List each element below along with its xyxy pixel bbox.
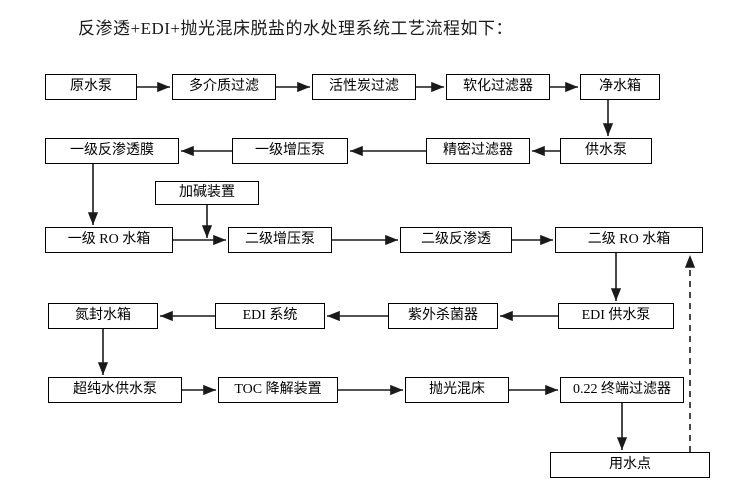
node-precision-filter[interactable]: 精密过滤器 <box>426 138 530 164</box>
node-toc-reducer[interactable]: TOC 降解装置 <box>218 377 338 403</box>
node-clean-water-tank[interactable]: 净水箱 <box>580 74 660 100</box>
node-activated-carbon-filter[interactable]: 活性炭过滤 <box>312 74 416 100</box>
node-alkali-dosing-device[interactable]: 加碱装置 <box>155 181 259 205</box>
node-multimedia-filter[interactable]: 多介质过滤 <box>172 74 276 100</box>
node-ro2-tank[interactable]: 二级 RO 水箱 <box>555 227 703 253</box>
node-nitrogen-sealed-tank[interactable]: 氮封水箱 <box>48 303 158 329</box>
node-ro1-tank[interactable]: 一级 RO 水箱 <box>45 227 173 253</box>
node-ultrapure-supply-pump[interactable]: 超纯水供水泵 <box>48 377 182 403</box>
node-edi-supply-pump[interactable]: EDI 供水泵 <box>558 303 674 329</box>
node-softening-filter[interactable]: 软化过滤器 <box>446 74 550 100</box>
node-booster-pump-2[interactable]: 二级增压泵 <box>228 227 332 253</box>
node-polishing-mixed-bed[interactable]: 抛光混床 <box>405 377 509 403</box>
node-booster-pump-1[interactable]: 一级增压泵 <box>232 138 348 164</box>
node-edi-system[interactable]: EDI 系统 <box>215 303 325 329</box>
node-point-of-use[interactable]: 用水点 <box>550 452 710 478</box>
node-uv-sterilizer[interactable]: 紫外杀菌器 <box>388 303 498 329</box>
node-raw-water-pump[interactable]: 原水泵 <box>45 74 137 100</box>
node-water-supply-pump[interactable]: 供水泵 <box>560 138 652 164</box>
node-ro2-membrane[interactable]: 二级反渗透 <box>400 227 512 253</box>
node-final-filter-022[interactable]: 0.22 终端过滤器 <box>560 377 684 403</box>
node-ro1-membrane[interactable]: 一级反渗透膜 <box>45 138 179 164</box>
page-title: 反渗透+EDI+抛光混床脱盐的水处理系统工艺流程如下： <box>78 19 513 38</box>
